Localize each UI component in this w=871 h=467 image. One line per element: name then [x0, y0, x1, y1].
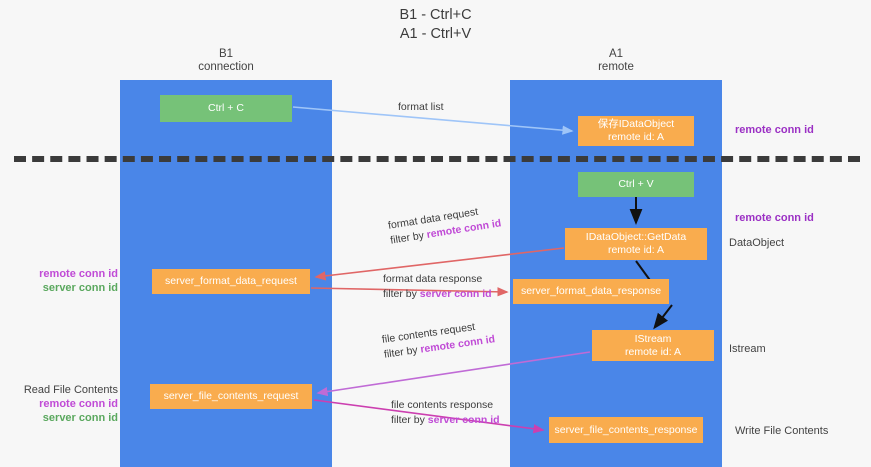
- side-note-dataobject: DataObject: [729, 237, 785, 249]
- title-line-1: B1 - Ctrl+C: [399, 7, 472, 23]
- edge-label-format-list-text: format list: [398, 101, 444, 113]
- filter-prefix: filter by: [391, 414, 428, 426]
- left-note-conn-ids-format: remote conn id server conn id: [0, 267, 118, 295]
- lane-header-a1: A1 remote: [510, 48, 722, 74]
- edge-label-file-contents-response-filter: filter by server conn id: [391, 413, 500, 428]
- page-title: B1 - Ctrl+C A1 - Ctrl+V: [0, 6, 871, 44]
- lane-header-a1-name: A1: [608, 48, 624, 60]
- filter-prefix: filter by: [383, 288, 420, 300]
- lane-header-a1-role: remote: [598, 61, 634, 73]
- node-server-file-contents-response[interactable]: server_file_contents_response: [549, 417, 703, 443]
- left-note-read-file-contents: Read File Contents remote conn id server…: [0, 383, 118, 425]
- lane-header-b1-name: B1: [218, 48, 234, 60]
- edge-label-format-data-response-filter: filter by server conn id: [383, 287, 492, 302]
- node-istream-subtitle: remote id: A: [624, 345, 682, 358]
- title-line-2: A1 - Ctrl+V: [399, 26, 472, 42]
- edge-label-file-contents-request: file contents request filter by remote c…: [381, 317, 496, 362]
- node-ctrl-v-label: Ctrl + V: [618, 178, 654, 190]
- node-save-idataobject-subtitle: remote id: A: [607, 131, 664, 143]
- edge-label-file-contents-response-text: file contents response: [391, 399, 494, 411]
- side-note-write-file-contents: Write File Contents: [735, 425, 829, 437]
- node-save-idataobject-title: 保存IDataObject: [597, 118, 675, 130]
- filter-prefix: filter by: [383, 343, 422, 361]
- node-ctrl-c[interactable]: Ctrl + C: [160, 95, 292, 122]
- phase-separator: [14, 156, 860, 162]
- node-ctrl-v[interactable]: Ctrl + V: [578, 172, 694, 197]
- node-istream[interactable]: IStream remote id: A: [592, 330, 714, 361]
- lane-header-b1-role: connection: [198, 61, 254, 73]
- node-idataobject-getdata-subtitle: remote id: A: [607, 244, 664, 256]
- filter-key-server-conn-id: server conn id: [419, 288, 492, 300]
- node-istream-title: IStream: [634, 332, 672, 345]
- node-server-file-contents-request-label: server_file_contents_request: [163, 390, 299, 402]
- left-note-server-conn-id: server conn id: [42, 412, 118, 424]
- side-note-istream: Istream: [729, 343, 766, 355]
- node-ctrl-c-label: Ctrl + C: [208, 102, 244, 114]
- edge-label-format-data-request: format data request filter by remote con…: [387, 201, 502, 248]
- node-server-file-contents-response-label: server_file_contents_response: [554, 423, 698, 436]
- side-note-remote-conn-id-top: remote conn id: [735, 124, 814, 136]
- edge-label-format-data-response: format data response filter by server co…: [383, 272, 492, 302]
- side-note-remote-conn-id-mid: remote conn id: [735, 212, 814, 224]
- edge-label-format-data-response-text: format data response: [383, 273, 483, 285]
- left-note-remote-conn-id: remote conn id: [39, 398, 118, 410]
- node-server-format-data-response[interactable]: server_format_data_response: [513, 279, 669, 304]
- filter-key-server-conn-id: server conn id: [427, 414, 500, 426]
- node-idataobject-getdata-title: IDataObject::GetData: [585, 231, 687, 243]
- left-note-remote-conn-id: remote conn id: [39, 268, 118, 280]
- node-server-format-data-request-label: server_format_data_request: [165, 275, 297, 287]
- node-server-format-data-request[interactable]: server_format_data_request: [152, 269, 310, 294]
- node-server-file-contents-request[interactable]: server_file_contents_request: [150, 384, 312, 409]
- edge-label-file-contents-response: file contents response filter by server …: [391, 398, 500, 428]
- node-save-idataobject[interactable]: 保存IDataObject remote id: A: [578, 116, 694, 146]
- left-note-read-file-contents-heading: Read File Contents: [23, 384, 118, 396]
- lane-header-b1: B1 connection: [120, 48, 332, 74]
- node-server-format-data-response-label: server_format_data_response: [520, 285, 662, 297]
- left-note-server-conn-id: server conn id: [42, 282, 118, 294]
- edge-label-format-list: format list: [398, 100, 444, 115]
- node-idataobject-getdata[interactable]: IDataObject::GetData remote id: A: [565, 228, 707, 260]
